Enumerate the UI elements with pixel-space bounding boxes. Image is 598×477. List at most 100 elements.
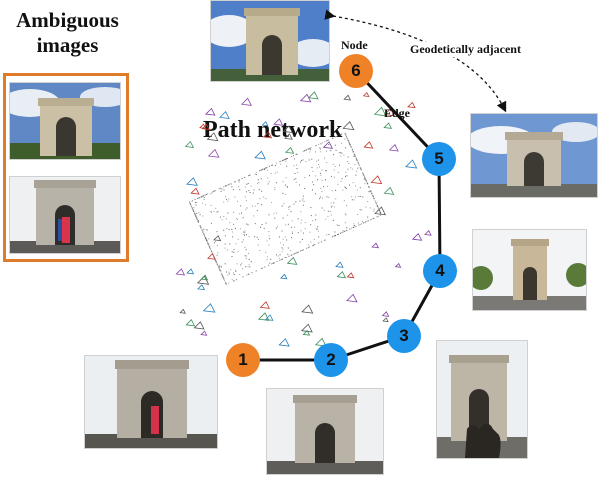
camera-marker — [273, 118, 284, 126]
node-3: 3 — [387, 319, 421, 353]
cloud-point — [372, 195, 374, 197]
cloud-point — [205, 204, 207, 206]
cloud-point — [359, 187, 361, 189]
cloud-point — [306, 247, 308, 249]
cloud-point — [364, 183, 366, 185]
cloud-point — [311, 158, 313, 160]
camera-marker — [179, 308, 186, 314]
cloud-point — [244, 232, 246, 234]
cloud-point — [244, 196, 246, 198]
cloud-point — [332, 137, 334, 139]
cloud-point — [321, 197, 323, 199]
cloud-point — [349, 144, 351, 146]
cloud-point — [336, 224, 338, 226]
cloud-point — [331, 205, 333, 207]
cloud-point — [276, 254, 277, 256]
camera-marker — [254, 150, 266, 160]
cloud-point — [219, 266, 221, 268]
cloud-point — [208, 245, 210, 247]
cloud-point — [367, 183, 369, 185]
cloud-point — [315, 193, 317, 195]
cloud-point — [325, 170, 327, 172]
camera-marker — [213, 235, 222, 242]
cloud-point — [244, 255, 246, 257]
cloud-point — [246, 191, 247, 193]
cloud-point — [236, 263, 238, 265]
cloud-point — [344, 222, 346, 224]
cloud-point — [353, 153, 355, 155]
cloud-point — [315, 145, 316, 147]
cloud-point — [365, 221, 367, 223]
cloud-point — [224, 235, 226, 237]
cloud-point — [337, 233, 339, 235]
cloud-point — [293, 158, 295, 160]
cloud-point — [228, 273, 230, 275]
cloud-point — [357, 167, 359, 169]
cloud-point — [327, 139, 329, 141]
cloud-point — [301, 219, 303, 221]
cloud-point — [231, 186, 233, 188]
cloud-point — [288, 255, 290, 257]
cloud-point — [354, 155, 356, 157]
camera-marker — [202, 303, 216, 313]
cloud-point — [192, 209, 194, 211]
cloud-point — [344, 133, 346, 134]
cloud-point — [282, 238, 284, 240]
cloud-point — [313, 184, 315, 186]
cloud-point — [317, 226, 319, 228]
cloud-point — [321, 207, 323, 209]
node-5: 5 — [422, 142, 456, 176]
cloud-point — [204, 235, 206, 237]
cloud-point — [295, 181, 297, 183]
cloud-point — [241, 241, 243, 243]
cloud-point — [359, 196, 361, 197]
node-2-label: 2 — [326, 350, 336, 369]
cloud-point — [225, 185, 227, 187]
cloud-point — [255, 270, 257, 272]
cloud-point — [233, 280, 235, 282]
camera-marker — [383, 122, 393, 129]
cloud-point — [259, 198, 261, 200]
cloud-point — [242, 268, 244, 270]
cloud-point — [208, 238, 210, 240]
cloud-point — [351, 199, 353, 201]
cloud-point — [353, 155, 355, 157]
cloud-point — [370, 219, 372, 221]
cloud-point — [247, 224, 249, 226]
cloud-point — [282, 159, 284, 161]
cloud-point — [245, 200, 247, 202]
cloud-point — [282, 217, 284, 219]
cloud-point — [231, 229, 233, 230]
cloud-point — [368, 187, 370, 189]
cloud-point — [341, 178, 343, 180]
photo-node-1 — [84, 355, 218, 449]
cloud-point — [221, 275, 223, 276]
cloud-point — [344, 186, 346, 188]
camera-marker — [301, 304, 314, 314]
cloud-point — [300, 222, 302, 224]
cloud-point — [268, 264, 269, 266]
cloud-point — [281, 258, 283, 260]
cloud-point — [267, 183, 269, 185]
cloud-point — [235, 270, 237, 271]
cloud-point — [372, 196, 374, 198]
cloud-point — [239, 213, 241, 215]
cloud-point — [335, 198, 337, 200]
cloud-point — [199, 214, 201, 216]
cloud-point — [355, 185, 357, 187]
camera-marker — [206, 132, 219, 142]
cloud-point — [195, 216, 197, 218]
cloud-point — [202, 202, 204, 204]
cloud-point — [272, 262, 274, 264]
cloud-point — [295, 178, 297, 180]
cloud-point — [313, 244, 314, 246]
cloud-point — [215, 261, 217, 263]
cloud-point — [379, 211, 381, 213]
cloud-point — [348, 141, 350, 143]
cloud-point — [299, 241, 301, 243]
cloud-point — [277, 255, 279, 257]
camera-marker — [196, 284, 206, 291]
cloud-point — [280, 163, 282, 165]
cloud-point — [346, 136, 348, 138]
camera-marker — [346, 293, 358, 303]
